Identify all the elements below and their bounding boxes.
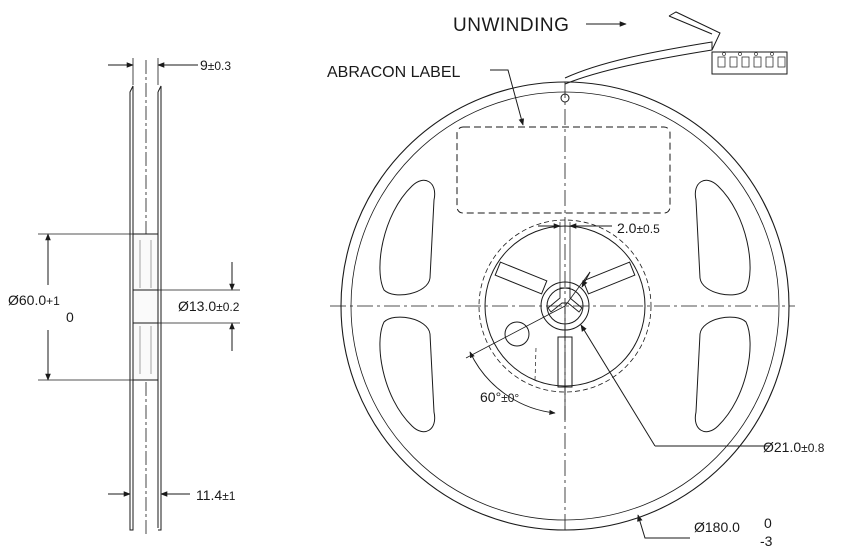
reel-diameter-lower-tol: -3 [760, 533, 773, 549]
key-slot-dim: 2.0±0.5 [617, 220, 660, 236]
tape-leader [668, 15, 713, 35]
tape-pockets [711, 51, 788, 75]
hub-diameter-lower-tol: 0 [66, 309, 74, 325]
drive-diameter-dim: Ø21.0±0.8 [763, 439, 825, 455]
drive-key [547, 287, 583, 313]
abracon-label-callout: ABRACON LABEL [327, 64, 460, 81]
right-flange [157, 85, 162, 531]
angle-dim: 60°±0° [480, 389, 519, 405]
top-pin [560, 93, 570, 103]
hole-circle [504, 321, 530, 347]
flange-width-dim: 9±0.3 [200, 57, 231, 73]
label-area [456, 126, 671, 214]
side-view [38, 58, 240, 535]
window-left-lower [379, 316, 436, 433]
carrier-tape [564, 41, 713, 85]
slot-upper-right [582, 261, 636, 295]
slot-upper-left [494, 261, 548, 295]
unwinding-label: UNWINDING [453, 15, 569, 36]
hub [132, 233, 159, 381]
window-right-lower [694, 316, 751, 433]
arbor-hole-dim: Ø13.0±0.2 [178, 298, 240, 314]
reel-diameter-upper-tol: 0 [764, 515, 772, 531]
overall-width-dim: 11.4±1 [196, 487, 236, 503]
window-right-upper [694, 179, 751, 296]
front-view [330, 11, 795, 539]
reel-diameter-dim: Ø180.0 [694, 519, 740, 535]
window-left-upper [379, 179, 436, 296]
hub-diameter-dim: Ø60.0+1 [8, 292, 60, 308]
